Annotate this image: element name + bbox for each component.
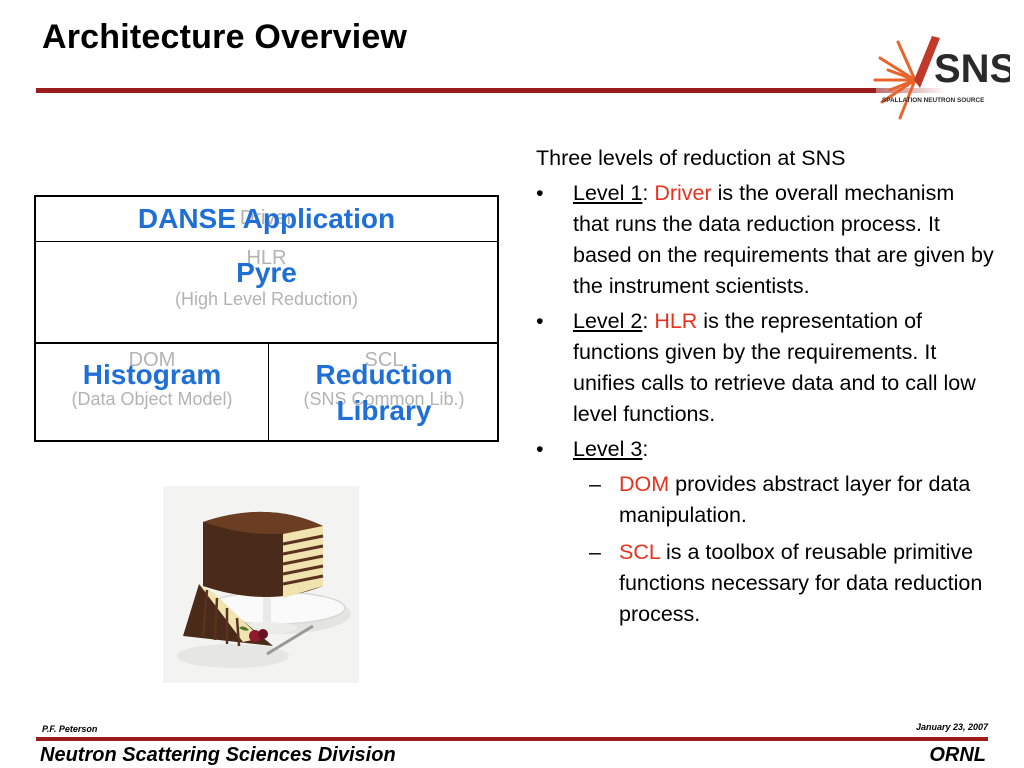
footer-division: Neutron Scattering Sciences Division xyxy=(40,744,396,766)
scl-ghost-sublabel: (SNS Common Lib.) xyxy=(303,389,465,409)
logo-subtitle: SPALLATION NEUTRON SOURCE xyxy=(882,97,985,104)
sns-logo: SNS SPALLATION NEUTRON SOURCE xyxy=(873,36,1010,120)
list-item: • Level 1: Driver is the overall mechani… xyxy=(536,178,996,302)
footer-date: January 23, 2007 xyxy=(915,722,988,732)
scl-term: SCL xyxy=(619,540,661,564)
logo-slash xyxy=(914,36,940,88)
level-2-label: Level 2 xyxy=(573,309,643,333)
level-3-label: Level 3 xyxy=(573,437,643,461)
architecture-diagram: Driver DANSE Application HLR (High Level… xyxy=(34,195,499,442)
dash-icon: – xyxy=(589,540,601,564)
level-3-sep: : xyxy=(642,437,649,461)
driver-ghost-label: Driver xyxy=(239,207,294,229)
cake-image xyxy=(163,486,359,683)
logo-wordmark: SNS xyxy=(934,47,1010,91)
intro-text: Three levels of reduction at SNS xyxy=(536,146,846,170)
footer-rule xyxy=(36,737,988,741)
level-1-text: is the overall mechanism that runs the d… xyxy=(573,181,994,298)
dash-icon: – xyxy=(589,472,601,496)
driver-term: Driver xyxy=(654,181,712,205)
level-1-label: Level 1 xyxy=(573,181,643,205)
dom-ghost-label: DOM xyxy=(128,349,176,371)
list-item: – DOM provides abstract layer for data m… xyxy=(536,469,996,531)
footer-org: ORNL xyxy=(929,744,986,766)
hlr-ghost-sublabel: (High Level Reduction) xyxy=(174,289,359,309)
header-rule xyxy=(36,88,876,93)
scl-ghost-label: SCL xyxy=(364,349,404,371)
bullet-dot-icon: • xyxy=(536,181,544,205)
dom-term: DOM xyxy=(619,472,670,496)
slide-title: Architecture Overview xyxy=(42,18,408,56)
dom-ghost-sublabel: (Data Object Model) xyxy=(71,389,233,409)
list-item: – SCL is a toolbox of reusable primitive… xyxy=(536,537,996,630)
histogram-label: Histogram xyxy=(82,359,222,390)
hlr-term: HLR xyxy=(654,309,698,333)
danse-application-label: DANSE Application xyxy=(137,203,396,234)
hlr-ghost-label: HLR xyxy=(246,247,287,269)
level-2-sep: : xyxy=(642,309,649,333)
pyre-label: Pyre xyxy=(236,257,297,288)
bullet-dot-icon: • xyxy=(536,309,544,333)
list-item: • Level 3: xyxy=(536,434,996,465)
scl-cell: SCL (SNS Common Lib.) Reduction Library xyxy=(269,343,499,440)
bullet-dot-icon: • xyxy=(536,437,544,461)
footer-author: P.F. Peterson xyxy=(42,724,98,734)
scl-text: is a toolbox of reusable primitive funct… xyxy=(619,540,983,626)
bullet-list: Three levels of reduction at SNS • Level… xyxy=(536,143,996,636)
level-1-sep: : xyxy=(642,181,649,205)
reduction-label: Reduction xyxy=(315,359,453,390)
library-label: Library xyxy=(336,395,432,426)
dom-text: provides abstract layer for data manipul… xyxy=(619,472,971,527)
starburst-icon xyxy=(873,40,917,120)
list-item: • Level 2: HLR is the representation of … xyxy=(536,306,996,430)
driver-row: Driver DANSE Application xyxy=(36,197,497,242)
level-2-text: is the representation of functions given… xyxy=(573,309,976,426)
hlr-row: HLR (High Level Reduction) Pyre xyxy=(36,241,497,344)
dom-cell: DOM (Data Object Model) Histogram xyxy=(36,343,269,440)
